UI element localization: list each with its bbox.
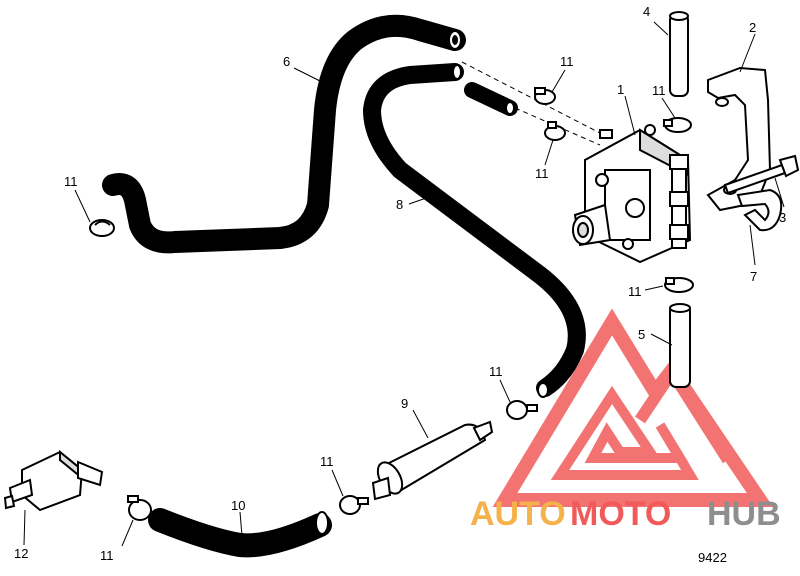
fuel-pump (572, 124, 692, 264)
clamp-11-c (544, 121, 566, 141)
leader-lines (23, 21, 785, 549)
callout-7: 7 (750, 269, 757, 284)
clamp-7 (736, 188, 783, 232)
clamp-11-a (89, 219, 115, 237)
callout-1: 1 (617, 82, 624, 97)
fitting-12 (3, 449, 104, 512)
callout-10: 10 (231, 498, 245, 513)
hose-short-upper (464, 82, 518, 116)
watermark-wordmark: AUTO MOTO HUB (470, 495, 781, 533)
bolt-3 (723, 154, 800, 195)
clamp-11-f (506, 400, 538, 420)
figure-number: 9422 (698, 550, 727, 565)
clamp-11-g (339, 495, 369, 515)
clamp-11-e (664, 277, 694, 293)
callout-11-h: 11 (100, 548, 114, 563)
callout-3: 3 (779, 210, 786, 225)
hose-6 (102, 14, 466, 254)
callout-4: 4 (643, 4, 650, 19)
hose-4 (669, 11, 689, 97)
watermark-text-hub: HUB (707, 495, 781, 533)
callout-8: 8 (396, 197, 403, 212)
callout-2: 2 (749, 20, 756, 35)
callout-11-d: 11 (652, 83, 666, 98)
hose-10 (148, 508, 332, 558)
callout-12: 12 (14, 546, 28, 561)
callout-11-e: 11 (628, 284, 642, 299)
fuel-filter-9 (371, 420, 494, 501)
clamp-11-b (534, 87, 556, 105)
callout-6: 6 (283, 54, 290, 69)
callout-11-c: 11 (535, 166, 549, 181)
hose-5 (669, 303, 691, 388)
callout-9: 9 (401, 396, 408, 411)
callout-11-g: 11 (320, 454, 334, 469)
hose-8 (363, 63, 586, 398)
watermark-logo (492, 308, 774, 507)
callout-11-a: 11 (64, 174, 78, 189)
clamp-11-h (127, 495, 152, 521)
callout-11-b: 11 (560, 54, 574, 69)
watermark-text-moto: MOTO (570, 495, 671, 533)
callout-5: 5 (638, 327, 645, 342)
callout-numbers: 1 2 3 4 5 6 7 8 9 10 11 11 11 11 11 11 1… (14, 4, 786, 563)
clamp-11-d (663, 117, 692, 133)
callout-11-f: 11 (489, 364, 503, 379)
watermark-text-auto: AUTO (470, 495, 566, 533)
